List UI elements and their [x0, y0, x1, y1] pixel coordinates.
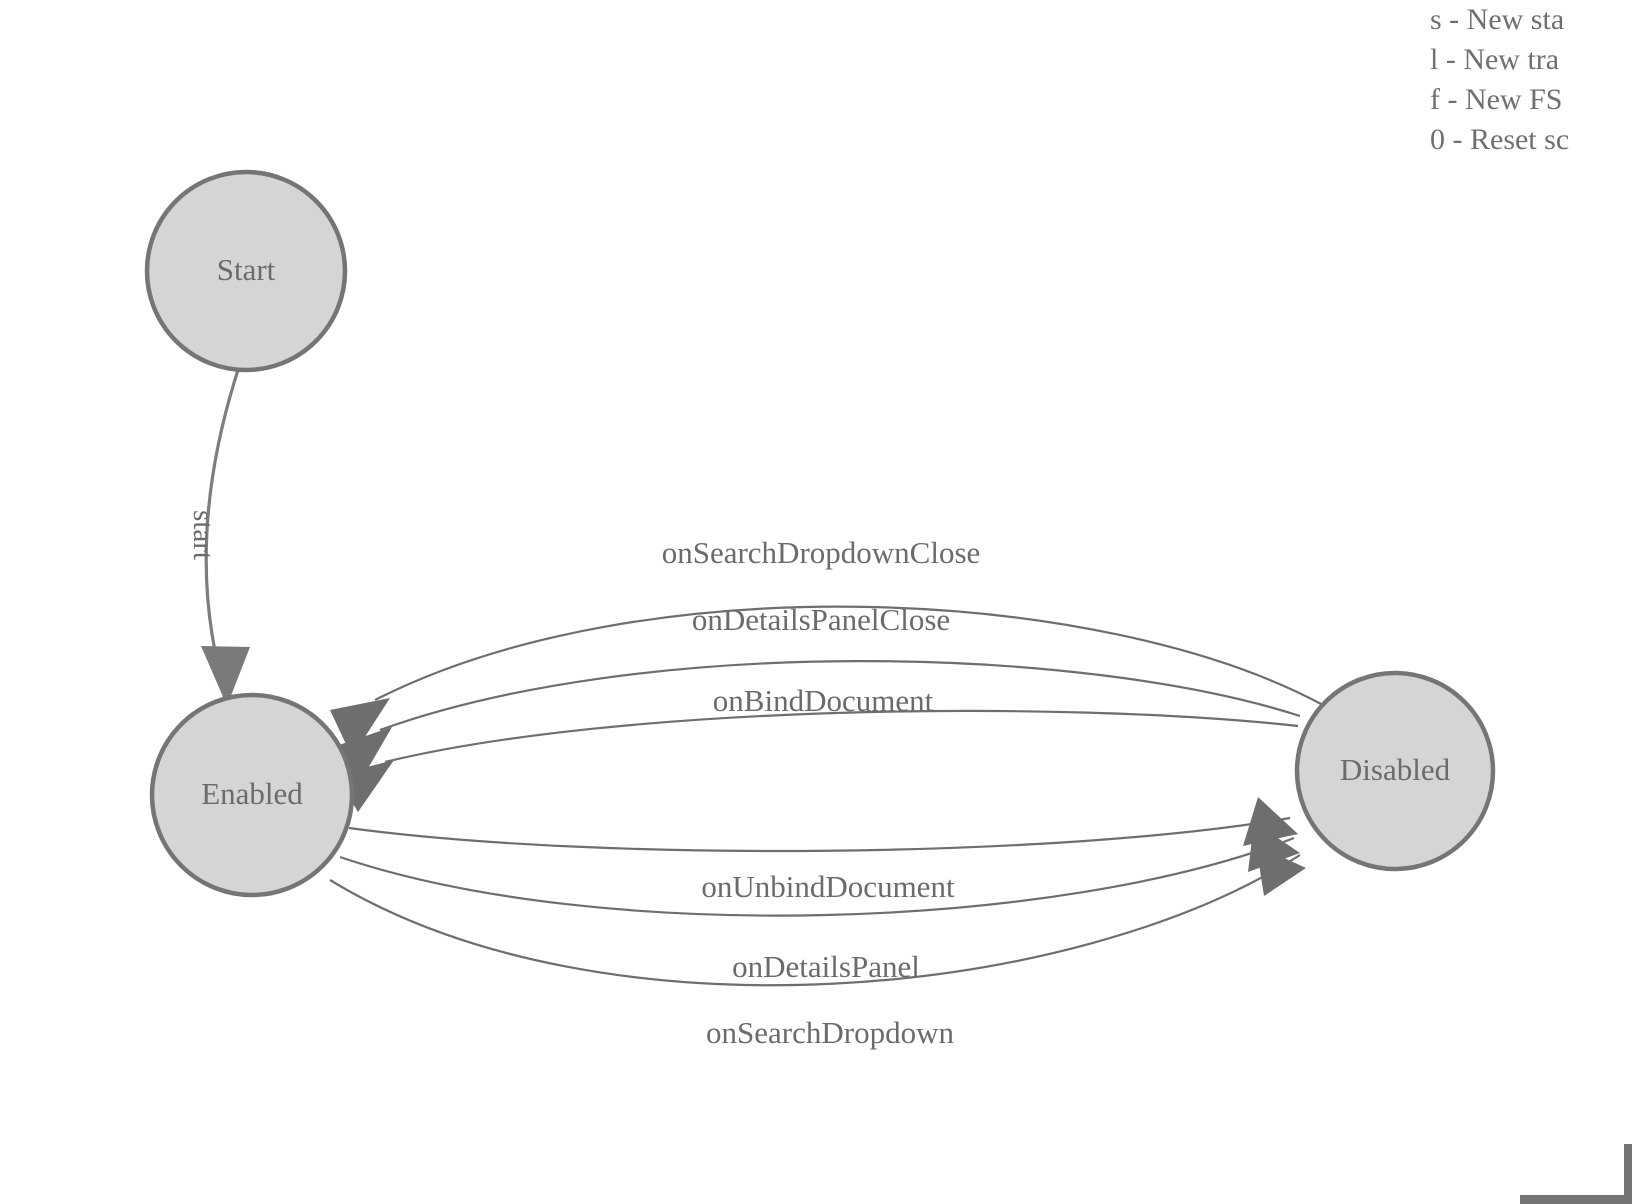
state-node-start-circle[interactable] — [144, 169, 348, 373]
transition-onbinddocument[interactable]: onBindDocument — [336, 683, 1299, 812]
transition-onunbinddocument[interactable]: onUnbindDocument — [348, 797, 1298, 904]
transition-onsearchdropdown-label: onSearchDropdown — [706, 1015, 954, 1050]
transition-onsearchdropdownclose[interactable]: onSearchDropdownClose — [330, 535, 1324, 757]
horizontal-scrollbar-thumb[interactable] — [1520, 1195, 1632, 1204]
vertical-scrollbar-thumb[interactable] — [1624, 1144, 1632, 1196]
state-node-disabled[interactable]: Disabled — [1294, 670, 1496, 872]
transition-onsearchdropdown[interactable]: onSearchDropdown — [329, 845, 1306, 1050]
state-node-start-label: Start — [217, 252, 276, 287]
state-node-start[interactable]: Start — [144, 169, 348, 373]
transition-onsearchdropdownclose-path[interactable] — [374, 605, 1324, 706]
state-node-enabled-circle[interactable] — [149, 692, 355, 898]
transition-start-label: start — [187, 510, 219, 560]
transition-onunbinddocument-label: onUnbindDocument — [701, 869, 955, 904]
transition-onsearchdropdownclose-arrowhead — [330, 698, 390, 757]
transition-onsearchdropdown-path[interactable] — [329, 854, 1301, 987]
transition-ondetailspanelclose-path[interactable] — [379, 660, 1301, 732]
transition-onbinddocument-label: onBindDocument — [713, 683, 934, 718]
state-node-enabled-label: Enabled — [201, 776, 303, 811]
state-node-disabled-label: Disabled — [1340, 752, 1451, 787]
transition-start-path[interactable] — [204, 369, 240, 666]
transition-onunbinddocument-path[interactable] — [348, 816, 1291, 853]
transition-ondetailspanelclose-label: onDetailsPanelClose — [692, 602, 950, 637]
horizontal-scrollbar[interactable] — [0, 1195, 1632, 1204]
state-node-disabled-circle[interactable] — [1294, 670, 1496, 872]
transition-start[interactable]: start — [187, 369, 250, 706]
transition-start-arrowhead — [201, 646, 250, 706]
transition-onbinddocument-path[interactable] — [384, 709, 1299, 764]
transition-onsearchdropdownclose-label: onSearchDropdownClose — [662, 535, 981, 570]
transition-ondetailspanel-label: onDetailsPanel — [732, 949, 920, 984]
transition-ondetailspanel-path[interactable] — [339, 836, 1295, 917]
vertical-scrollbar[interactable] — [1624, 1144, 1632, 1204]
state-node-enabled[interactable]: Enabled — [149, 692, 355, 898]
transition-onsearchdropdown-arrowhead — [1256, 845, 1306, 896]
